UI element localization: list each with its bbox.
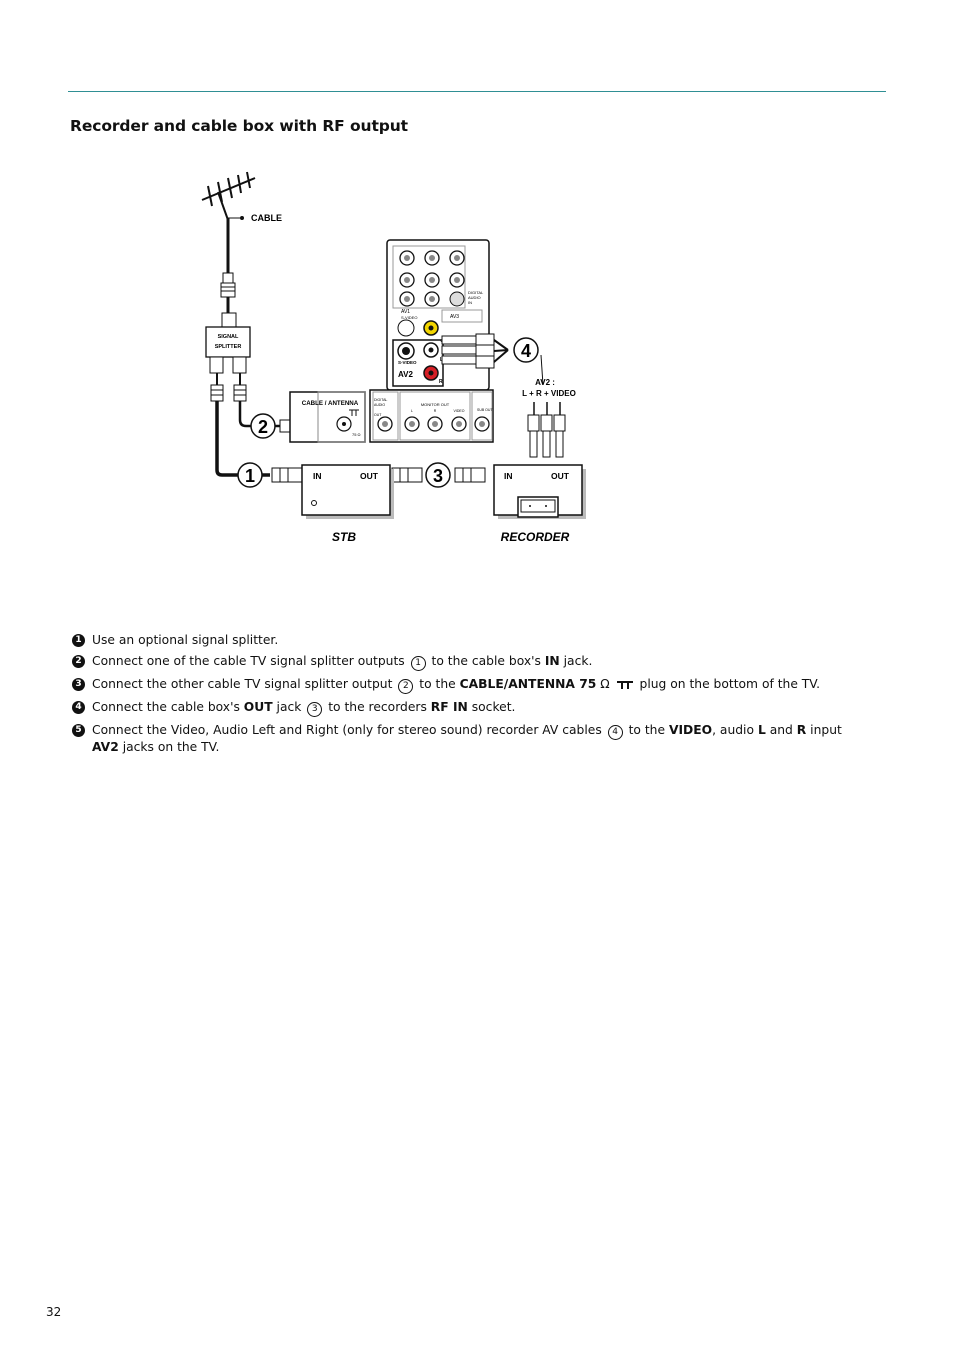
svg-text:SUB OUT: SUB OUT <box>477 408 493 412</box>
svg-text:OUT: OUT <box>551 471 570 481</box>
step-3: 3 Connect the other cable TV signal spli… <box>70 677 870 694</box>
svg-text:DIGITAL: DIGITAL <box>374 398 387 402</box>
coax-connector-icon <box>454 467 486 483</box>
recorder-box: IN OUT <box>493 464 586 519</box>
av-jack-center <box>429 255 435 261</box>
svg-text:R: R <box>434 409 437 413</box>
antenna-icon <box>201 171 256 221</box>
svg-text:IN: IN <box>468 300 472 305</box>
page-number: 32 <box>46 1305 62 1319</box>
svg-text:4: 4 <box>521 341 531 361</box>
svg-text:S-VIDEO: S-VIDEO <box>398 360 417 365</box>
coax-connector-icon <box>210 384 247 402</box>
av-jack-center <box>404 277 410 283</box>
svg-text:2: 2 <box>258 417 268 437</box>
svg-text:DIGITAL: DIGITAL <box>468 290 484 295</box>
svg-text:OUT: OUT <box>374 413 382 417</box>
av1-label: AV1 <box>401 309 410 315</box>
connection-diagram: CABLE SIGNAL SPLITTER 1 2 <box>201 171 586 544</box>
coax-connector-icon <box>271 467 303 483</box>
monitor-out-jack-center <box>432 421 438 427</box>
svg-text:AV3: AV3 <box>450 314 459 320</box>
step-4: 4 Connect the cable box's OUT jack 3 to … <box>70 700 870 717</box>
svg-text:AV2: AV2 <box>398 370 414 379</box>
svg-text:OUT: OUT <box>360 471 379 481</box>
page-heading: Recorder and cable box with RF output <box>70 117 408 135</box>
av-jack-center <box>429 296 435 302</box>
svg-text:IN: IN <box>313 471 322 481</box>
svg-text:SPLITTER: SPLITTER <box>215 344 242 350</box>
av-jack-center <box>454 255 460 261</box>
rca-plugs <box>441 333 495 369</box>
step-5: 5 Connect the Video, Audio Left and Righ… <box>70 723 870 755</box>
marker-4: 4 <box>513 337 539 363</box>
stb-box: IN OUT <box>301 464 394 519</box>
av-jack-center <box>404 255 410 261</box>
coax-connector-icon <box>391 467 423 483</box>
svg-text:1: 1 <box>245 466 255 486</box>
svg-text:L + R + VIDEO: L + R + VIDEO <box>522 389 576 398</box>
svg-text:MONITOR OUT: MONITOR OUT <box>421 402 450 407</box>
svg-text:VIDEO: VIDEO <box>454 409 465 413</box>
coax-connector-icon <box>220 272 236 298</box>
monitor-out-jack-center <box>382 421 388 427</box>
digital-audio-in-jack <box>449 291 465 307</box>
svg-text:3: 3 <box>433 466 443 486</box>
header-rule <box>68 91 886 92</box>
monitor-out-panel: DIGITAL AUDIO OUT MONITOR OUT L R VIDEO … <box>369 389 494 443</box>
svg-text:IN: IN <box>504 471 513 481</box>
svg-text:L: L <box>411 409 413 413</box>
svg-text:75 Ω: 75 Ω <box>352 432 361 437</box>
svg-text:R: R <box>439 379 443 385</box>
antenna-plug-icon <box>616 681 633 689</box>
svg-text:AV2 :: AV2 : <box>535 378 555 387</box>
monitor-out-jack-center <box>409 421 415 427</box>
step-1: 1 Use an optional signal splitter. <box>70 633 870 648</box>
av-jack-center <box>404 296 410 302</box>
cable-label: CABLE <box>251 213 282 223</box>
svg-text:SIGNAL: SIGNAL <box>218 334 239 340</box>
svg-text:AUDIO: AUDIO <box>374 403 385 407</box>
marker-2: 2 <box>250 413 276 439</box>
marker-3: 3 <box>425 462 451 488</box>
av-jack-center <box>454 277 460 283</box>
cable-antenna-panel: CABLE / ANTENNA 75 Ω <box>289 391 366 443</box>
step-2: 2 Connect one of the cable TV signal spl… <box>70 654 870 671</box>
svg-text:S-VIDEO: S-VIDEO <box>401 315 417 320</box>
instruction-list: 1 Use an optional signal splitter. 2 Con… <box>70 633 870 761</box>
monitor-out-jack-center <box>479 421 485 427</box>
monitor-out-jack-center <box>456 421 462 427</box>
marker-1: 1 <box>237 462 263 488</box>
signal-splitter: SIGNAL SPLITTER <box>205 312 251 374</box>
av-jack-center <box>429 277 435 283</box>
stb-label: STB <box>332 530 356 544</box>
svg-text:AUDIO: AUDIO <box>468 295 481 300</box>
recorder-label: RECORDER <box>501 530 570 544</box>
recorder-rca-plugs <box>527 402 566 458</box>
svg-text:CABLE / ANTENNA: CABLE / ANTENNA <box>302 400 359 407</box>
